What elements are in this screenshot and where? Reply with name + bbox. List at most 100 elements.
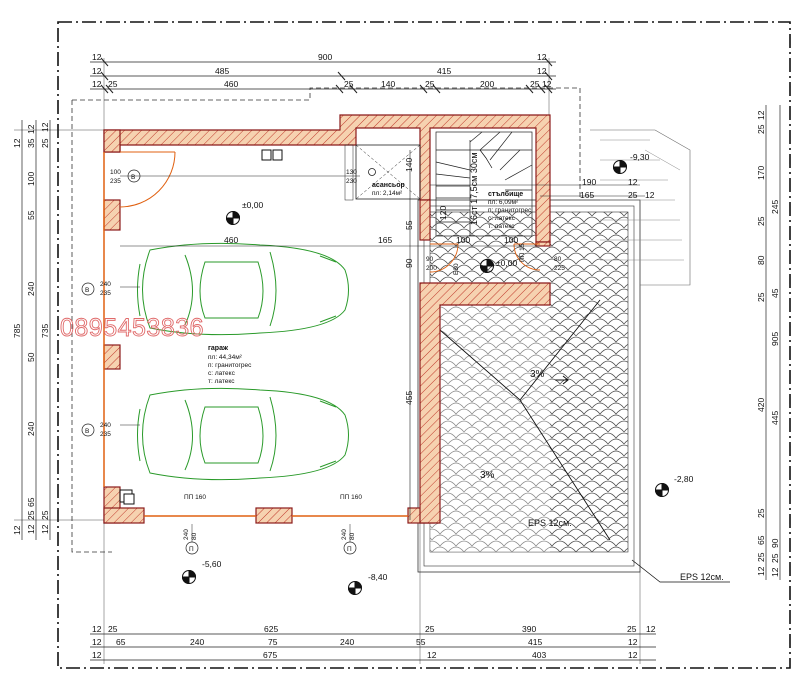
dim-left-mid-4: 25 [40,510,50,520]
dim-bot-r1-d: 25 [425,624,435,634]
gate-label: E30 [453,263,460,275]
stair-area: пл: 6,09м² [488,199,519,206]
dims-right-labels: 12 25 170 245 25 80 25 45 905 420 445 25… [756,110,780,577]
dim-bot-r2-a: 12 [92,637,102,647]
garage-wall: с: латекс [208,370,236,377]
dim-right-4: 245 [770,200,780,214]
level-marker-icon [655,483,669,497]
dim-top-r1-c: 12 [537,52,547,62]
dim-bot-r3-d: 403 [532,650,546,660]
stair-name: стълбище [488,190,523,198]
dim-bot-r2-g: 415 [528,637,542,647]
dim-left-inner-6: 50 [26,352,36,362]
dim-bot-r2-d: 75 [268,637,278,647]
level-top: -9,30 [630,152,650,162]
dim-left-inner-2: 35 [26,138,36,148]
dim-left-inner-9: 25 [26,510,36,520]
dim-bot-r3-b: 675 [263,650,277,660]
dim-right-7: 25 [756,292,766,302]
dim-left-outer-3: 12 [12,525,22,535]
dim-left-inner-8: 65 [26,497,36,507]
dim-100b: 100 [504,235,518,245]
dim-top-r3-d: 25 [344,79,354,89]
stair-wall: с: латекс [488,215,516,222]
room-stair-label: стълбище пл: 6,09м² п: гранитогрес с: ла… [488,190,532,230]
dim-bot-r3-a: 12 [92,650,102,660]
dim-right-17: 25 [770,553,780,563]
dim-bot-r3-e: 12 [628,650,638,660]
dim-bot-r1-b: 25 [108,624,118,634]
dim-left-inner-4: 55 [26,210,36,220]
level-right: -2,80 [674,474,694,484]
tag-d2-w: 240 [100,281,111,288]
dim-top-r1-b: 900 [318,52,332,62]
dim-455: 455 [404,391,414,405]
level-bottom-mid: -8,40 [368,572,388,582]
columns [119,149,283,505]
tag-d1-h: 235 [110,178,121,185]
room-elevator-label: асансьор пл: 2,14м² [372,182,405,197]
dim-right-13: 90 [770,538,780,548]
dim-460: 460 [224,235,238,245]
dim-12a: 12 [628,177,638,187]
dims-bottom [90,523,656,664]
room-garage-label: гараж пл: 44,34м² п: гранитогрес с: лате… [208,345,252,385]
dim-bot-r3-c: 12 [427,650,437,660]
dim-100a: 100 [456,235,470,245]
dim-right-12: 25 [756,508,766,518]
dim-left-outer-2: 785 [12,324,22,338]
dims-right [765,105,781,580]
dim-top-r3-a: 12 [92,79,102,89]
walls [103,114,551,524]
level-marker-icon [226,211,240,225]
dim-140: 140 [404,158,414,172]
level-marker-icon [480,259,494,273]
tag-w2-mark: П [347,546,352,553]
dim-top-r1-a: 12 [92,52,102,62]
level-garage: ±0,00 [242,200,263,210]
dim-top-r3-i: 12 [542,79,552,89]
dim-top-r3-f: 25 [425,79,435,89]
dim-12b: 12 [645,190,655,200]
elevator-name: асансьор [372,182,405,189]
dim-right-16: 12 [756,566,766,576]
tag-w2-h: 80 [349,532,356,540]
dim-top-r3-e: 140 [381,79,395,89]
doors [119,151,541,273]
dim-right-10: 420 [756,398,766,412]
dim-left-inner-5: 240 [26,282,36,296]
dim-left-inner-10: 12 [26,524,36,534]
dim-right-11: 445 [770,411,780,425]
level-marker-icon [613,160,627,174]
tag-d3-mark: B [85,428,89,435]
roof-slope-1: 3% [530,369,545,380]
dim-left-outer-1: 12 [12,138,22,148]
dim-top-r2-c: 415 [437,66,451,76]
roof-slope-2: 3% [480,470,495,481]
elevator-area: пл: 2,14м² [372,190,403,197]
dim-bot-r2-e: 240 [340,637,354,647]
dim-right-2: 25 [756,124,766,134]
level-markers [182,160,669,595]
tag-d4-h: 230 [346,178,357,185]
dim-165b: 165 [580,190,594,200]
dim-top-r3-h: 25 [530,79,540,89]
plot-boundary [57,21,791,669]
dim-left-mid-5: 12 [40,524,50,534]
dim-right-5: 25 [756,216,766,226]
tag-w1-w: 240 [183,529,190,540]
dims-left-labels: 12 785 12 12 35 100 55 240 50 240 65 25 … [12,122,50,535]
roof-eps-outer-label: EPS 12см. [680,572,724,582]
garage-ceiling: т: латекс [208,378,235,385]
garage-floor: п: гранитогрес [208,362,252,369]
dim-bot-r1-a: 12 [92,624,102,634]
car-1 [137,242,349,336]
tag-d2-h: 235 [100,290,111,297]
dim-bot-r2-b: 65 [116,637,126,647]
dim-bot-r2-f: 55 [416,637,426,647]
dim-bot-r2-h: 12 [628,637,638,647]
dims-left [14,120,104,540]
sill-label: ПП 15 [519,243,526,262]
tag-w2-w: 240 [341,529,348,540]
dim-120: 120 [438,206,448,220]
